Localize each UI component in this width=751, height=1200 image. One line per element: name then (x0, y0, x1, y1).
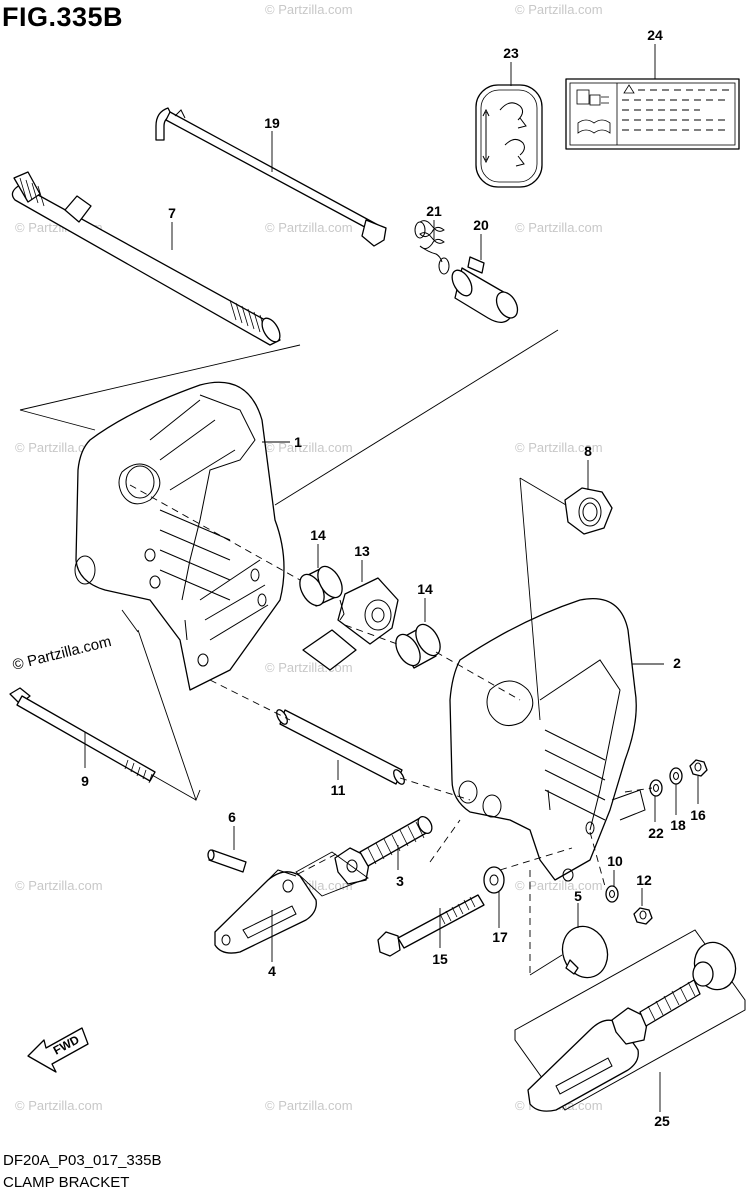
fwd-arrow-icon: FWD (27, 1027, 89, 1073)
callout-2: 2 (673, 655, 681, 671)
callout-22: 22 (648, 825, 664, 841)
callout-25: 25 (654, 1113, 670, 1129)
callout-19: 19 (264, 115, 280, 131)
part-7-tilt-tube (11, 171, 281, 346)
callout-11: 11 (331, 782, 346, 798)
callout-9: 9 (81, 773, 89, 789)
watermark: © Partzilla.com (265, 2, 353, 17)
watermark: © Partzilla.com (515, 2, 603, 17)
callout-16: 16 (690, 807, 706, 823)
callout-1: 1 (294, 434, 302, 450)
drawing-code: DF20A_P03_017_335B (3, 1152, 162, 1169)
watermark: © Partzilla.com (265, 1098, 353, 1113)
assembly-lines (19, 329, 653, 976)
callout-5: 5 (574, 888, 582, 904)
watermarks: © Partzilla.com © Partzilla.com © Partzi… (11, 2, 603, 1113)
watermark: © Partzilla.com (15, 440, 103, 455)
callout-18: 18 (670, 817, 686, 833)
callout-24: 24 (647, 27, 663, 43)
part-17-washer (483, 866, 505, 894)
watermark: © Partzilla.com (265, 440, 353, 455)
callout-14-upper: 14 (310, 527, 326, 543)
watermark: © Partzilla.com (515, 878, 603, 893)
part-25-clamp-screw-assembly (514, 929, 746, 1112)
figure-title: FIG.335B (2, 2, 124, 32)
callout-20: 20 (473, 217, 489, 233)
callout-4: 4 (268, 963, 276, 979)
watermark: © Partzilla.com (265, 220, 353, 235)
callout-12: 12 (636, 872, 652, 888)
part-24-warning-label (565, 78, 740, 150)
part-13-stopper-plate (302, 577, 399, 671)
watermark: © Partzilla.com (515, 440, 603, 455)
part-11-collar-tube (276, 709, 405, 785)
callout-8: 8 (584, 443, 592, 459)
part-5-clamp-pad (561, 925, 609, 979)
part-22-washer (649, 779, 663, 797)
callout-17: 17 (492, 929, 508, 945)
part-4-clamp-handle (214, 869, 317, 954)
part-12-nut (633, 907, 653, 925)
part-2-clamp-bracket-right (449, 598, 646, 882)
callout-7: 7 (168, 205, 176, 221)
callout-leaders (84, 44, 699, 1112)
callout-3: 3 (396, 873, 404, 889)
part-18-washer (669, 767, 683, 785)
callout-numbers: 23 24 19 7 21 20 1 8 14 13 14 2 9 11 6 3… (81, 27, 706, 1129)
part-3-clamp-screw (334, 815, 433, 885)
part-8-nut (564, 487, 613, 535)
part-20-lock-pin (451, 256, 519, 323)
callout-21: 21 (426, 203, 442, 219)
callout-13: 13 (354, 543, 370, 559)
part-14-bushing-lower (395, 623, 441, 669)
watermark: © Partzilla.com (15, 1098, 103, 1113)
part-23-tilt-decal (475, 84, 543, 188)
part-21-spring (414, 220, 450, 275)
part-14-bushing-upper (299, 565, 343, 607)
part-16-nut (689, 759, 708, 777)
part-10-washer (605, 885, 619, 903)
part-9-bolt (9, 687, 156, 784)
watermark-dark: © Partzilla.com (11, 633, 113, 674)
part-6-pin (207, 849, 247, 873)
watermark: © Partzilla.com (515, 220, 603, 235)
callout-14-lower: 14 (417, 581, 433, 597)
watermark: © Partzilla.com (15, 878, 103, 893)
callout-23: 23 (503, 45, 519, 61)
callout-15: 15 (432, 951, 448, 967)
part-15-bolt (377, 894, 485, 957)
drawing-name: CLAMP BRACKET (3, 1174, 130, 1191)
callout-6: 6 (228, 809, 236, 825)
callout-10: 10 (607, 853, 623, 869)
part-1-clamp-bracket-left (74, 381, 285, 691)
